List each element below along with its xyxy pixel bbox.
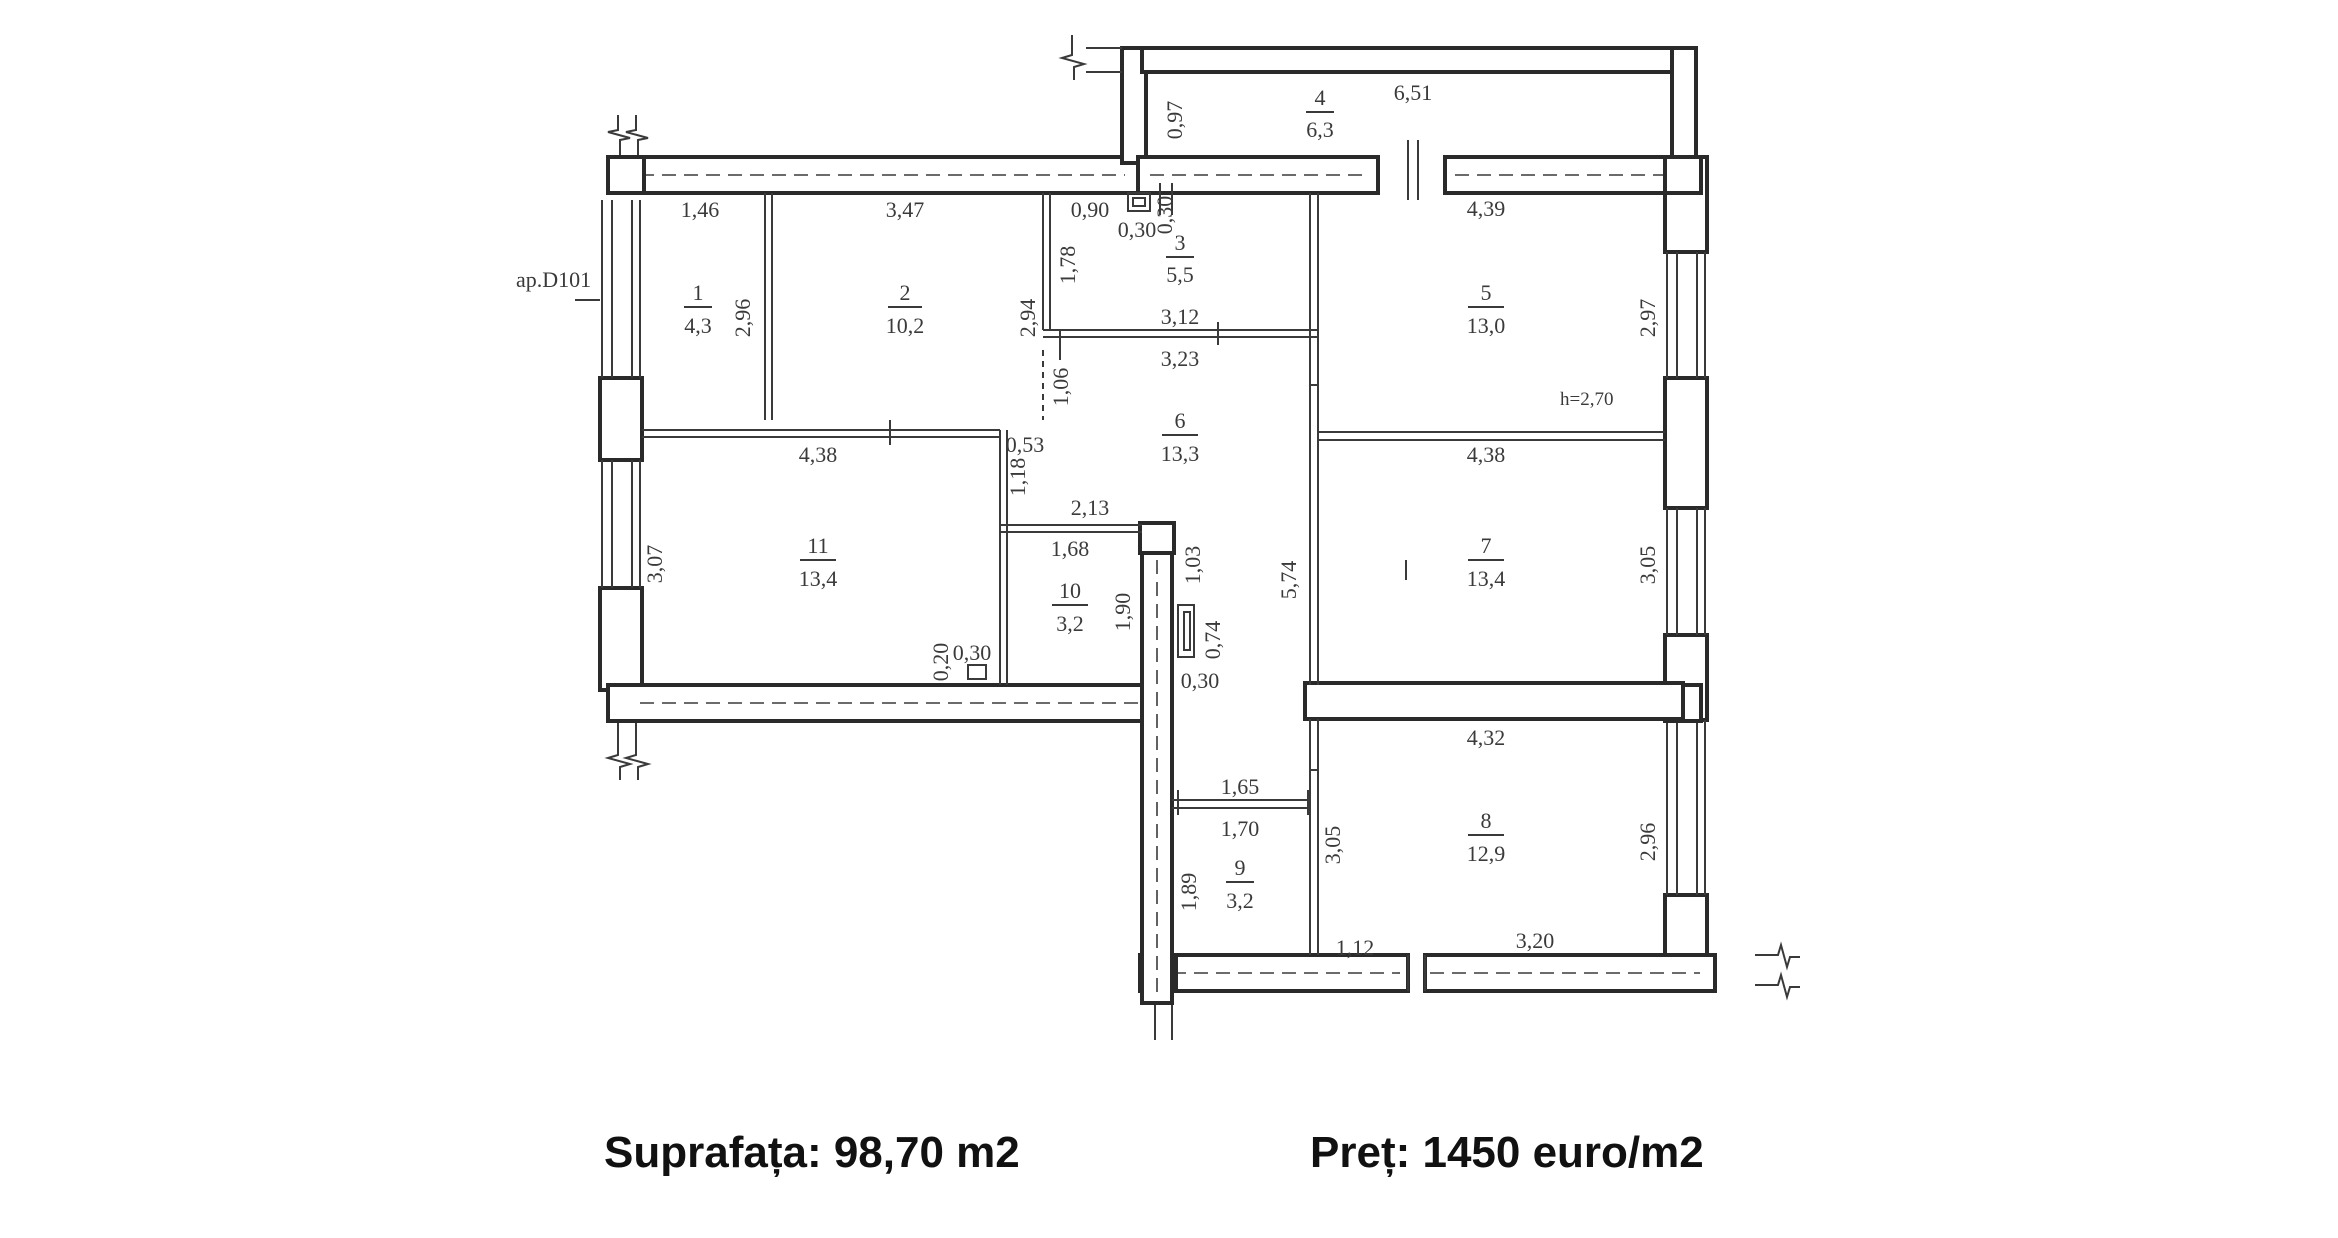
dimension-label: 2,97 xyxy=(1635,299,1660,338)
dimension-label: 1,03 xyxy=(1180,546,1205,585)
room-area: 10,2 xyxy=(886,313,925,338)
room-number: 5 xyxy=(1481,280,1492,305)
room-number: 10 xyxy=(1059,578,1081,603)
room-area: 13,4 xyxy=(1467,566,1506,591)
dimension-label: 1,90 xyxy=(1110,593,1135,632)
dimension-label: 1,06 xyxy=(1048,368,1073,407)
room-label: 3 5,5 xyxy=(1166,230,1194,287)
room-number: 2 xyxy=(900,280,911,305)
room-label: 1 4,3 xyxy=(684,280,712,338)
dimension-label: 3,07 xyxy=(642,545,667,584)
room-label: 11 13,4 xyxy=(799,533,838,591)
dimension-label: 0,74 xyxy=(1200,621,1225,660)
room-area: 13,3 xyxy=(1161,441,1200,466)
dimension-label: 1,78 xyxy=(1055,246,1080,285)
room-area: 13,0 xyxy=(1467,313,1506,338)
room-label: 5 13,0 xyxy=(1467,280,1506,338)
room-area: 13,4 xyxy=(799,566,838,591)
room-number: 1 xyxy=(693,280,704,305)
dimension-label: 0,30 xyxy=(1181,668,1220,693)
dimension-label: 2,13 xyxy=(1071,495,1110,520)
dimension-label: 1,12 xyxy=(1336,935,1375,960)
dimension-label: 2,96 xyxy=(1635,823,1660,862)
room-label: 4 6,3 xyxy=(1306,85,1334,142)
room-label: 2 10,2 xyxy=(886,280,925,338)
room-area: 6,3 xyxy=(1306,117,1334,142)
room-label: 6 13,3 xyxy=(1161,408,1200,466)
dimension-label: 0,90 xyxy=(1071,197,1110,222)
interior-partitions xyxy=(642,183,1665,809)
break-marks xyxy=(604,35,1800,1040)
dimension-label: 0,20 xyxy=(928,643,953,682)
price-label: Preț: 1450 euro/m2 xyxy=(1310,1128,1704,1177)
ceiling-height-label: h=2,70 xyxy=(1560,389,1613,410)
exterior-walls xyxy=(575,46,1717,1005)
dimension-label: 1,18 xyxy=(1005,458,1030,497)
dimension-label: 1,70 xyxy=(1221,816,1260,841)
room-area: 3,2 xyxy=(1226,888,1254,913)
apartment-label: ap.D101 xyxy=(516,267,591,292)
room-number: 6 xyxy=(1175,408,1186,433)
total-area-label: Suprafața: 98,70 m2 xyxy=(604,1128,1020,1177)
room-area: 4,3 xyxy=(684,313,712,338)
room-label: 8 12,9 xyxy=(1467,808,1506,866)
room-label: 9 3,2 xyxy=(1226,855,1254,913)
dimension-label: 0,97 xyxy=(1162,101,1187,140)
dimension-label: 5,74 xyxy=(1276,561,1301,600)
dimension-label: 0,53 xyxy=(1006,432,1045,457)
dimension-label: 4,38 xyxy=(1467,442,1506,467)
room-number: 11 xyxy=(807,533,828,558)
dimension-label: 0,30 xyxy=(1118,217,1157,242)
plan-labels: ap.D101 h=2,70 1 4,3 2 10,2 3 5,5 4 6,3 … xyxy=(516,80,1660,960)
dimension-label: 3,05 xyxy=(1320,826,1345,865)
room-label: 7 13,4 xyxy=(1467,533,1506,591)
dimension-label: 3,05 xyxy=(1635,546,1660,585)
dimension-label: 4,38 xyxy=(799,442,838,467)
room-number: 8 xyxy=(1481,808,1492,833)
dimension-label: 0,30 xyxy=(953,640,992,665)
dimension-label: 6,51 xyxy=(1394,80,1433,105)
room-area: 5,5 xyxy=(1166,262,1194,287)
dimension-label: 0,30 xyxy=(1152,196,1177,235)
dimension-label: 1,46 xyxy=(681,197,720,222)
dimension-label: 3,47 xyxy=(886,197,925,222)
room-label: 10 3,2 xyxy=(1052,578,1088,636)
dimension-label: 4,39 xyxy=(1467,196,1506,221)
dimension-label: 3,12 xyxy=(1161,304,1200,329)
room-number: 3 xyxy=(1175,230,1186,255)
dimension-label: 2,96 xyxy=(730,299,755,338)
dimension-label: 2,94 xyxy=(1015,299,1040,338)
dimension-label: 3,23 xyxy=(1161,346,1200,371)
dimension-label: 1,65 xyxy=(1221,774,1260,799)
dimension-label: 4,32 xyxy=(1467,725,1506,750)
room-area: 3,2 xyxy=(1056,611,1084,636)
room-number: 4 xyxy=(1315,85,1326,110)
dimension-label: 1,68 xyxy=(1051,536,1090,561)
dimension-label: 1,89 xyxy=(1176,873,1201,912)
room-number: 9 xyxy=(1235,855,1246,880)
room-area: 12,9 xyxy=(1467,841,1506,866)
room-number: 7 xyxy=(1481,533,1492,558)
dimension-label: 3,20 xyxy=(1516,928,1555,953)
dimension-ticks xyxy=(889,322,1407,815)
